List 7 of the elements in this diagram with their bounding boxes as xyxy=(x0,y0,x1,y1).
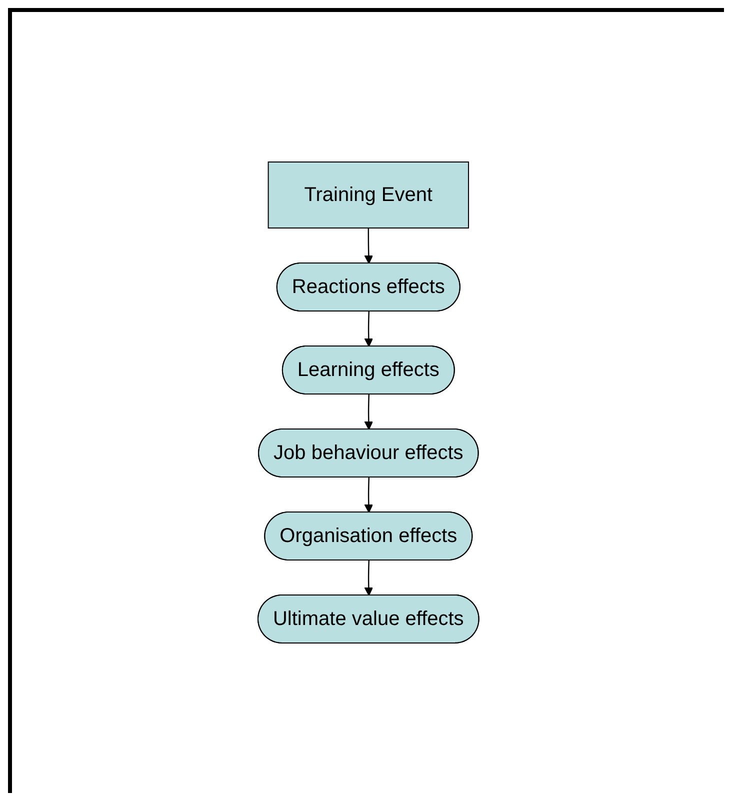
node-box xyxy=(267,162,469,228)
arrow xyxy=(364,228,373,264)
arrow xyxy=(364,477,373,513)
frame-border: Training Event Reactions effects Learning effects Job behaviour effects Organisation effects Ultimate value effects xyxy=(8,8,724,793)
arrow xyxy=(364,394,373,430)
arrow xyxy=(364,311,373,347)
arrow xyxy=(364,560,373,596)
